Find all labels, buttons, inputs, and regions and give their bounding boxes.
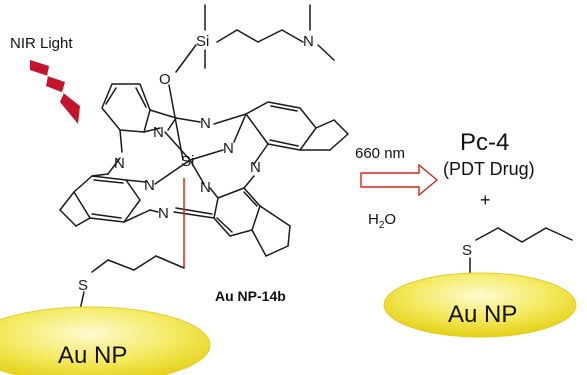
nanoparticle-left-label: Au NP [58, 342, 127, 369]
product-name: Pc-4 [460, 129, 509, 156]
atom-n-meso-top: N [200, 115, 211, 132]
atom-sulfur-left: S [78, 277, 88, 294]
atom-si-axial: Si [196, 33, 209, 50]
gold-nanoparticle-right [383, 272, 577, 338]
left-thiol-chain: S [78, 255, 185, 311]
lightning-bolt-icon [30, 60, 80, 124]
nanoparticle-right-label: Au NP [448, 301, 517, 328]
atom-sulfur-right: S [462, 242, 472, 259]
axial-silyl-group: Si O N [159, 4, 335, 161]
atom-n-pyrrole-right: N [223, 140, 234, 157]
atom-si-center: Si [181, 153, 194, 170]
atom-amine-n: N [303, 33, 314, 50]
arrow-condition-solvent: H2O [368, 211, 396, 231]
product-note: (PDT Drug) [443, 159, 535, 179]
conjugate-label: Au NP-14b [215, 288, 286, 304]
atom-n-meso-left: N [114, 155, 125, 172]
atom-n-meso-right: N [250, 159, 261, 176]
atom-n-pyrrole-left-lower: N [144, 177, 155, 194]
phthalocyanine-core: Si N N N N N N N N [59, 83, 349, 257]
atom-n-pyrrole-right-lower: N [200, 179, 211, 196]
atom-n-pyrrole-left: N [153, 124, 164, 141]
atom-oxygen: O [159, 71, 171, 88]
right-thiol-chain: S [462, 227, 573, 275]
gold-nanoparticle-left [0, 306, 211, 375]
plus-sign: + [480, 190, 491, 210]
nir-light-label: NIR Light [10, 35, 73, 52]
reaction-arrow [360, 163, 439, 197]
arrow-condition-wavelength: 660 nm [355, 145, 405, 162]
atom-n-meso-bottom: N [158, 205, 169, 222]
